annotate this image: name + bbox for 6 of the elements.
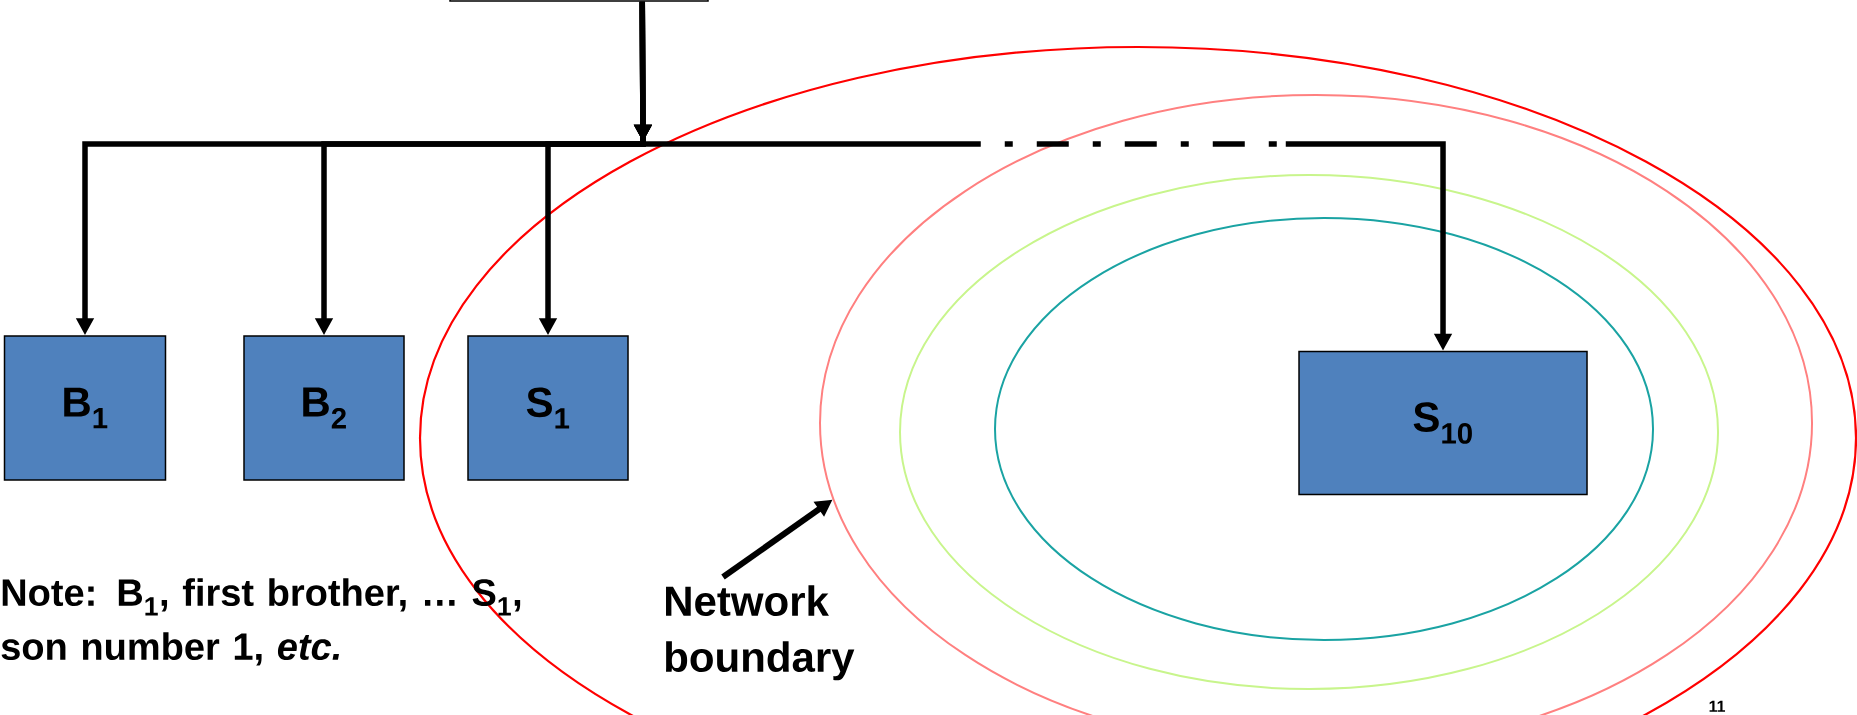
process-box: S$_{1}$ bbox=[467, 335, 629, 481]
process-box: B$_{2}$ bbox=[243, 335, 405, 481]
process-box: B$_{1}$ bbox=[3, 335, 167, 481]
page-number: 11 bbox=[1709, 700, 1726, 712]
process-box: S$_{10}$ bbox=[1298, 350, 1588, 496]
boundary-label: Network boundary bbox=[666, 585, 855, 681]
